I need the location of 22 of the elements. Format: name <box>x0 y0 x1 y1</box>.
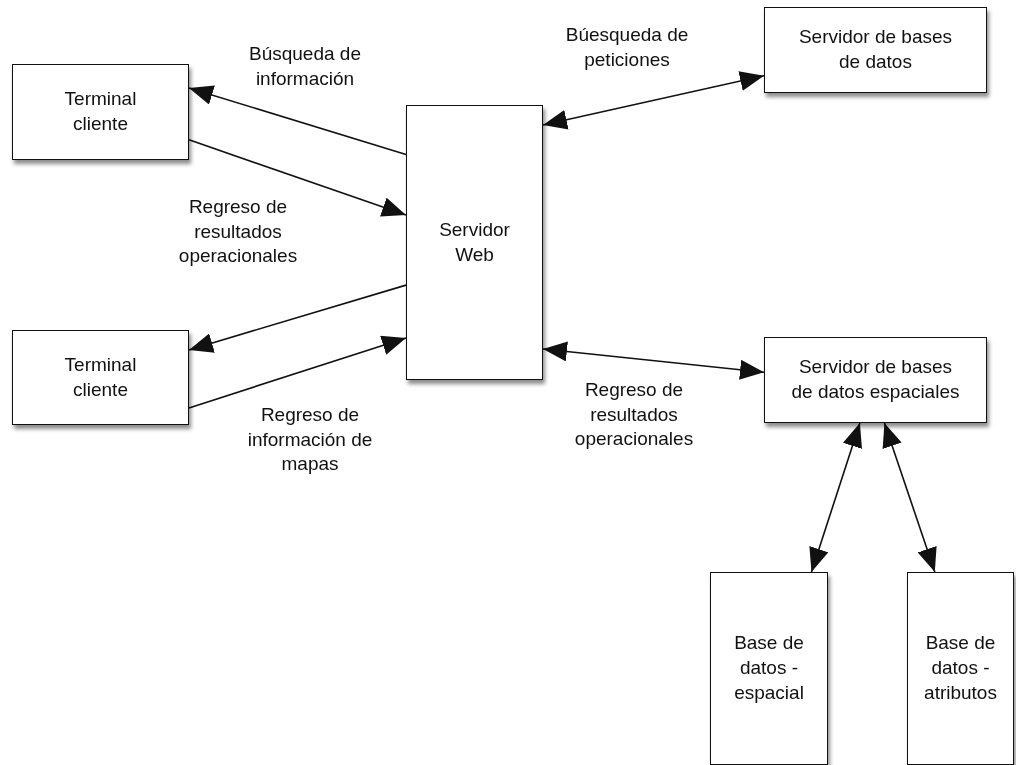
process-box <box>764 7 987 93</box>
arrow <box>542 71 765 130</box>
node-label: Terminal cliente <box>63 87 138 136</box>
node-label: Base de datos - espacial <box>733 631 805 705</box>
process-box <box>12 64 189 160</box>
node-label: Base de datos - atributos <box>923 631 998 705</box>
node-label: Servidor Web <box>438 217 511 267</box>
node-label: Servidor de bases de datos espaciales <box>790 355 961 404</box>
arrow <box>188 85 407 156</box>
node-label: Terminal cliente <box>63 352 138 402</box>
process-box <box>406 105 543 380</box>
arrow <box>188 284 407 353</box>
arrow <box>542 341 765 380</box>
process-box <box>12 330 189 425</box>
arrow <box>809 422 862 573</box>
arrow <box>882 422 937 573</box>
process-box <box>764 337 987 423</box>
process-box <box>907 572 1014 765</box>
arrow <box>188 335 407 409</box>
arrow <box>188 139 407 217</box>
node-label: Servidor de bases de datos <box>797 25 954 74</box>
process-box <box>710 572 828 765</box>
